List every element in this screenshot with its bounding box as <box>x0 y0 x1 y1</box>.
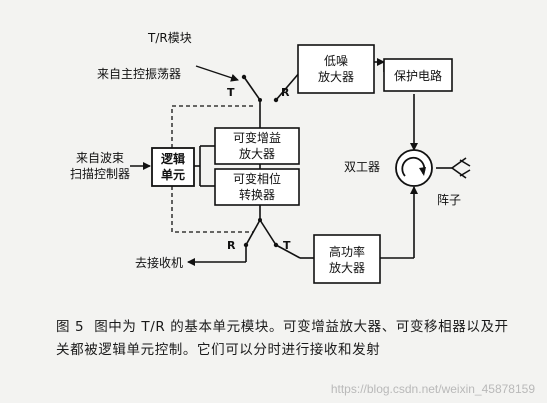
svg-text:单元: 单元 <box>161 167 185 182</box>
svg-text:转换器: 转换器 <box>239 187 275 202</box>
svg-text:高功率: 高功率 <box>329 244 365 259</box>
block-hpa: 高功率 放大器 <box>313 234 381 284</box>
svg-text:放大器: 放大器 <box>239 146 275 161</box>
block-protect: 保护电路 <box>383 58 453 92</box>
duplexer-label: 双工器 <box>344 160 380 174</box>
switch-bottom-t-label: T <box>283 239 291 252</box>
osc-input-arrow <box>195 65 239 82</box>
from-beam-label-2: 扫描控制器 <box>70 167 130 181</box>
tr-module-diagram: 低噪 放大器 保护电路 可变增益 放大器 可变相位 转换器 逻辑 单元 高功率 … <box>70 31 471 284</box>
tr-module-label: T/R模块 <box>147 31 192 45</box>
switch-top-r-label: R <box>281 86 290 99</box>
svg-text:放大器: 放大器 <box>318 69 354 84</box>
switch-bottom-r-label: R <box>227 239 236 252</box>
caption-number: 图 5 <box>56 319 85 335</box>
duplexer-circulator <box>395 149 433 187</box>
block-lna: 低噪 放大器 <box>297 44 375 94</box>
to-receiver-label: 去接收机 <box>135 255 183 270</box>
switch-contacts <box>241 74 279 248</box>
watermark-url: https://blog.csdn.net/weixin_45878159 <box>330 382 535 396</box>
element-label: 阵子 <box>437 193 461 207</box>
from-beam-label-1: 来自波束 <box>76 151 124 165</box>
block-logic: 逻辑 单元 <box>151 147 195 187</box>
caption-text: 图中为 T/R 的基本单元模块。可变增益放大器、可变移相器以及开关都被逻辑单元控… <box>56 319 509 358</box>
block-phase: 可变相位 转换器 <box>214 168 300 206</box>
block-vga: 可变增益 放大器 <box>214 127 300 165</box>
svg-text:逻辑: 逻辑 <box>161 151 185 166</box>
svg-text:低噪: 低噪 <box>324 54 348 68</box>
from-osc-label: 来自主控振荡器 <box>97 67 181 81</box>
control-lines <box>171 105 254 233</box>
switch-top-t-label: T <box>227 86 235 99</box>
svg-text:放大器: 放大器 <box>329 260 365 275</box>
svg-text:可变相位: 可变相位 <box>233 171 281 186</box>
svg-text:可变增益: 可变增益 <box>233 130 281 145</box>
svg-text:保护电路: 保护电路 <box>394 68 442 83</box>
antenna-element-icon <box>451 157 471 179</box>
